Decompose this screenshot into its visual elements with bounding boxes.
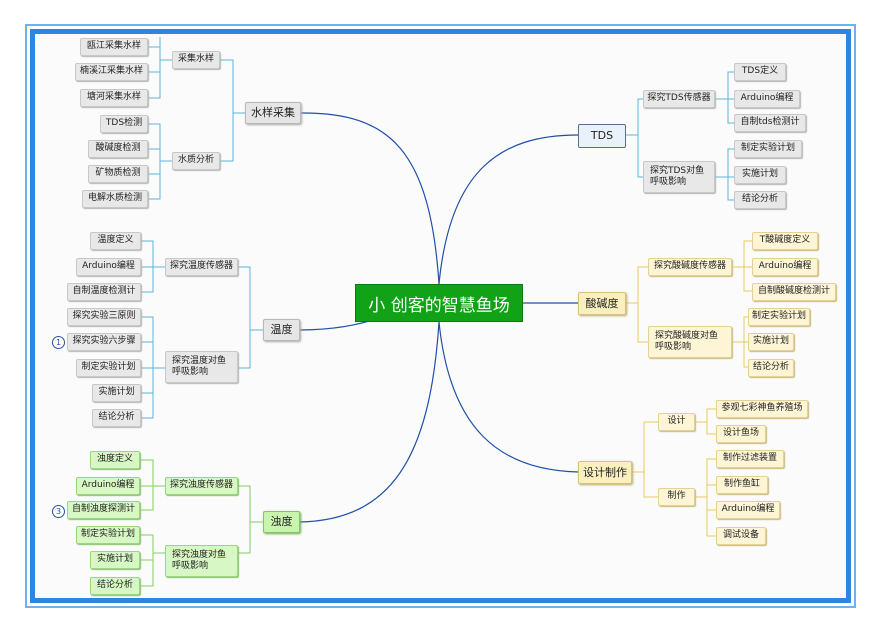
node-ph-definition[interactable]: T酸碱度定义: [752, 232, 818, 250]
node-temp-six-steps[interactable]: 探究实验六步骤: [67, 333, 141, 351]
node-tds-conclusion[interactable]: 结论分析: [734, 191, 786, 209]
branch-temperature[interactable]: 温度: [263, 319, 300, 341]
node-fish-tank[interactable]: 制作鱼缸: [716, 476, 768, 494]
node-turb-plan[interactable]: 制定实验计划: [76, 526, 140, 544]
node-temp-meter[interactable]: 自制温度检测计: [67, 283, 141, 301]
node-ph-test[interactable]: 酸碱度检测: [88, 140, 148, 158]
node-tds-implement[interactable]: 实施计划: [734, 166, 786, 184]
node-tds-sensor[interactable]: 探究TDS传感器: [643, 90, 715, 108]
node-temp-three-principles[interactable]: 探究实验三原则: [67, 308, 141, 326]
node-sampling[interactable]: 采集水样: [172, 51, 220, 69]
node-turb-implement[interactable]: 实施计划: [90, 551, 140, 569]
node-tds-definition[interactable]: TDS定义: [734, 63, 786, 81]
node-tds-meter[interactable]: 自制tds检测计: [734, 114, 806, 132]
node-sample-nanxi[interactable]: 楠溪江采集水样: [75, 63, 148, 81]
node-turb-conclusion[interactable]: 结论分析: [90, 577, 140, 595]
node-turb-sensor[interactable]: 探究浊度传感器: [165, 477, 238, 495]
node-ph-implement[interactable]: 实施计划: [748, 333, 794, 351]
node-analysis[interactable]: 水质分析: [172, 152, 220, 170]
node-filter[interactable]: 制作过滤装置: [716, 450, 784, 468]
branch-tds[interactable]: TDS: [578, 124, 626, 148]
node-visit-farm[interactable]: 参观七彩神鱼养殖场: [716, 400, 808, 418]
node-turb-arduino[interactable]: Arduino编程: [76, 477, 140, 495]
node-temp-conclusion[interactable]: 结论分析: [92, 409, 141, 427]
number-marker-1: 1: [52, 336, 65, 349]
node-turb-effect[interactable]: 探究浊度对鱼呼吸影响: [165, 545, 238, 577]
node-ph-sensor[interactable]: 探究酸碱度传感器: [648, 258, 732, 276]
node-temp-sensor[interactable]: 探究温度传感器: [165, 258, 238, 276]
node-temp-effect[interactable]: 探究温度对鱼呼吸影响: [165, 351, 238, 383]
branch-turbidity[interactable]: 浊度: [263, 511, 300, 533]
node-make-arduino[interactable]: Arduino编程: [716, 501, 780, 519]
node-design-fishery[interactable]: 设计鱼场: [716, 425, 766, 443]
number-marker-3: 3: [52, 505, 65, 518]
node-mineral-test[interactable]: 矿物质检测: [88, 165, 148, 183]
node-ph-effect[interactable]: 探究酸碱度对鱼呼吸影响: [648, 326, 732, 358]
node-temp-arduino[interactable]: Arduino编程: [76, 258, 141, 276]
branch-water-sampling[interactable]: 水样采集: [245, 102, 301, 124]
node-ph-arduino[interactable]: Arduino编程: [752, 258, 818, 276]
node-design[interactable]: 设计: [658, 413, 695, 431]
node-tds-plan[interactable]: 制定实验计划: [734, 140, 802, 158]
node-tds-test[interactable]: TDS检测: [100, 115, 148, 133]
node-make[interactable]: 制作: [658, 488, 695, 506]
node-tds-effect[interactable]: 探究TDS对鱼呼吸影响: [643, 161, 715, 193]
outer-frame: [25, 24, 856, 608]
node-electrolysis-test[interactable]: 电解水质检测: [82, 190, 148, 208]
node-turb-meter[interactable]: 自制浊度探测计: [67, 501, 140, 519]
node-temp-definition[interactable]: 温度定义: [90, 232, 141, 250]
node-sample-oujiang[interactable]: 瓯江采集水样: [80, 38, 148, 56]
node-turb-definition[interactable]: 浊度定义: [90, 451, 140, 469]
node-tds-arduino[interactable]: Arduino编程: [734, 90, 800, 108]
node-debug[interactable]: 调试设备: [716, 527, 766, 545]
node-ph-plan[interactable]: 制定实验计划: [748, 308, 810, 326]
central-topic[interactable]: 小 创客的智慧鱼场: [355, 284, 523, 322]
node-temp-plan[interactable]: 制定实验计划: [76, 359, 141, 377]
node-sample-tanghe[interactable]: 塘河采集水样: [80, 89, 148, 107]
branch-design-make[interactable]: 设计制作: [578, 461, 632, 484]
node-ph-meter[interactable]: 自制酸碱度检测计: [752, 283, 836, 301]
node-temp-implement[interactable]: 实施计划: [92, 384, 141, 402]
node-ph-conclusion[interactable]: 结论分析: [748, 359, 794, 377]
branch-ph[interactable]: 酸碱度: [578, 292, 626, 315]
